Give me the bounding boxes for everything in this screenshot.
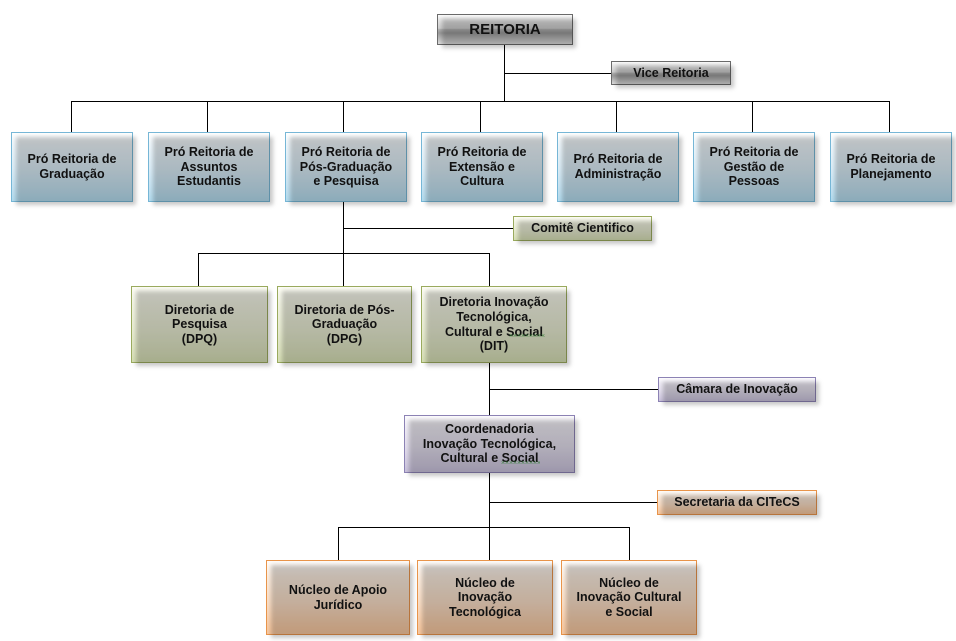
connector-level1-drop-4	[480, 101, 481, 132]
connector-level2-drop-2	[343, 253, 344, 286]
connector-level1-drop-3	[343, 101, 344, 132]
node-secretaria-citecs[interactable]: Secretaria da CITeCS	[657, 490, 817, 515]
connector-level1-drop-1	[71, 101, 72, 132]
node-comite-cientifico[interactable]: Comitê Cientifico	[513, 216, 652, 241]
connector-level2-drop-3	[489, 253, 490, 286]
node-diretoria-pos-graduacao[interactable]: Diretoria de Pós- Graduação (DPG)	[277, 286, 412, 363]
node-diretoria-pesquisa[interactable]: Diretoria de Pesquisa (DPQ)	[131, 286, 268, 363]
node-pro-reitoria-extensao-cultura[interactable]: Pró Reitoria de Extensão e Cultura	[421, 132, 543, 202]
node-diretoria-inovacao-tecnologica-cultural-social[interactable]: Diretoria Inovação Tecnológica, Cultural…	[421, 286, 567, 363]
connector-level4-bus	[338, 527, 629, 528]
connector-level4-drop-3	[629, 527, 630, 560]
node-nucleo-inovacao-tecnologica[interactable]: Núcleo de Inovação Tecnológica	[417, 560, 553, 635]
connector-level1-drop-2	[207, 101, 208, 132]
node-pro-reitoria-administracao[interactable]: Pró Reitoria de Administração	[557, 132, 679, 202]
node-coordenadoria-inovacao[interactable]: Coordenadoria Inovação Tecnológica, Cult…	[404, 415, 575, 473]
connector-level4-drop-1	[338, 527, 339, 560]
node-pro-reitoria-pos-graduacao-pesquisa[interactable]: Pró Reitoria de Pós-Graduação e Pesquisa	[285, 132, 407, 202]
node-reitoria[interactable]: REITORIA	[437, 14, 573, 45]
connector-prppg-trunk	[343, 202, 344, 286]
node-nucleo-inovacao-cultural-social[interactable]: Núcleo de Inovação Cultural e Social	[561, 560, 697, 635]
node-camara-inovacao[interactable]: Câmara de Inovação	[658, 377, 816, 402]
node-vice-reitoria[interactable]: Vice Reitoria	[611, 61, 731, 85]
node-pro-reitoria-assuntos-estudantis[interactable]: Pró Reitoria de Assuntos Estudantis	[148, 132, 270, 202]
connector-dit-to-camara	[489, 389, 658, 390]
node-pro-reitoria-graduacao[interactable]: Pró Reitoria de Graduação	[11, 132, 133, 202]
connector-level1-drop-5	[616, 101, 617, 132]
node-pro-reitoria-planejamento[interactable]: Pró Reitoria de Planejamento	[830, 132, 952, 202]
node-pro-reitoria-gestao-pessoas[interactable]: Pró Reitoria de Gestão de Pessoas	[693, 132, 815, 202]
connector-level1-drop-7	[889, 101, 890, 132]
connector-level2-drop-1	[198, 253, 199, 286]
node-nucleo-apoio-juridico[interactable]: Núcleo de Apoio Jurídico	[266, 560, 410, 635]
connector-prppg-to-comite	[343, 228, 513, 229]
connector-coord-to-secretaria	[489, 502, 657, 503]
connector-root-to-vice	[504, 73, 612, 74]
connector-coordenadoria-trunk	[489, 473, 490, 560]
connector-level1-drop-6	[752, 101, 753, 132]
connector-level4-drop-2	[489, 527, 490, 560]
